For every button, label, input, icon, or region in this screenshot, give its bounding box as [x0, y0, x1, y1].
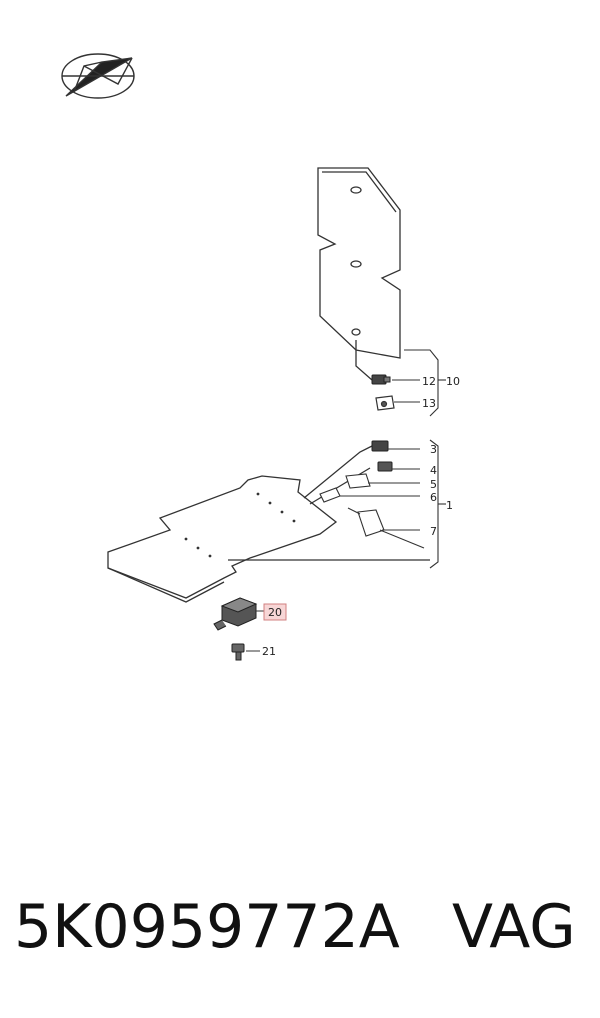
callout-7: 7 — [430, 525, 437, 538]
bracket-1 — [429, 439, 446, 569]
bracket-10 — [404, 349, 446, 417]
callout-21: 21 — [262, 645, 276, 658]
backrest-sensor-mat — [317, 167, 401, 381]
connector-3 — [371, 440, 389, 452]
callout-5: 5 — [430, 478, 437, 491]
connector-4 — [377, 461, 393, 472]
seat-cushion-sensor-mat — [107, 445, 430, 603]
callout-12: 12 — [422, 375, 436, 388]
connector-12 — [371, 374, 391, 385]
leaders-upper — [392, 379, 420, 403]
cover-5 — [345, 473, 371, 489]
clip-6 — [319, 487, 341, 503]
clip-13 — [375, 395, 395, 411]
callout-6: 6 — [430, 491, 437, 504]
holder-7 — [347, 507, 425, 549]
brand-name: VAG — [452, 892, 576, 962]
callout-20-highlight — [256, 603, 287, 621]
bolt-21 — [231, 643, 245, 661]
callout-13: 13 — [422, 397, 436, 410]
paper-plane-logo-icon — [61, 53, 135, 99]
callout-4: 4 — [430, 464, 437, 477]
part-number: 5K0959772A — [14, 892, 400, 962]
callout-10: 10 — [446, 375, 460, 388]
leaders-lower — [340, 448, 420, 531]
control-unit-20 — [213, 597, 258, 631]
callout-3: 3 — [430, 443, 437, 456]
callout-20: 20 — [268, 606, 282, 619]
callout-1: 1 — [446, 499, 453, 512]
